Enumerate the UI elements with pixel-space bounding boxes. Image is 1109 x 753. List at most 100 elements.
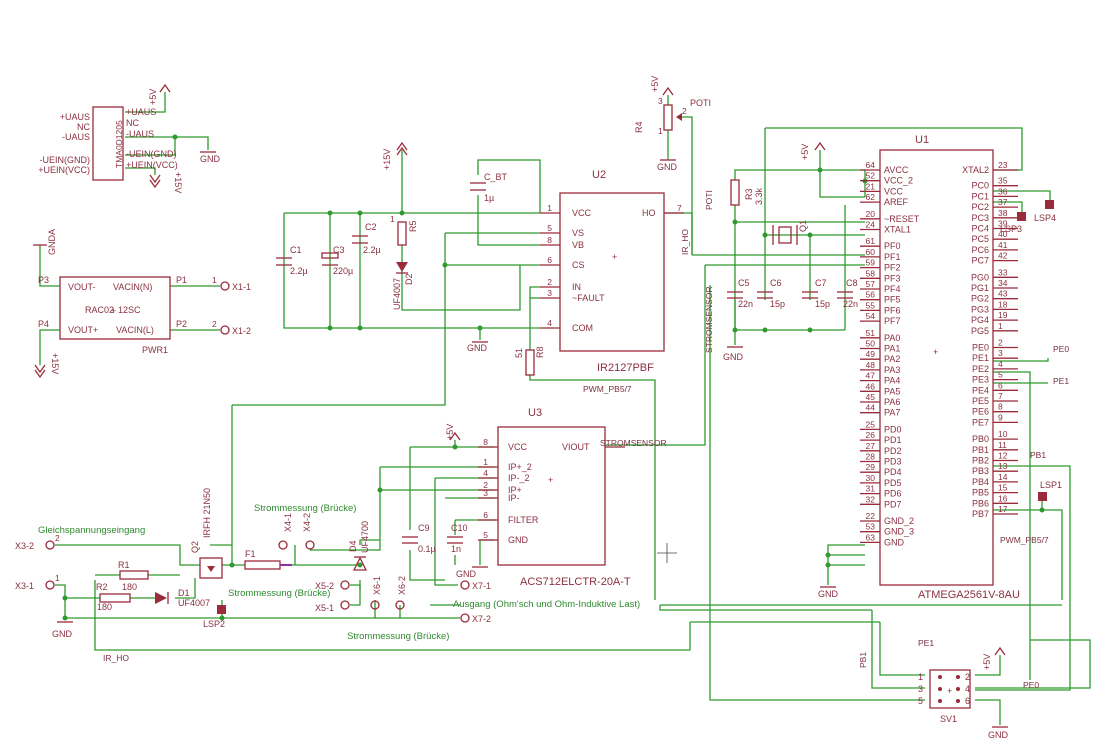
svg-text:C3: C3 bbox=[333, 245, 345, 255]
diode-d1: D1 UF4007 bbox=[155, 588, 210, 608]
svg-text:C9: C9 bbox=[418, 523, 430, 533]
junctions bbox=[62, 134, 1045, 621]
notes: Gleichspannungseingang Strommessung (Brü… bbox=[38, 503, 640, 642]
svg-text:GND: GND bbox=[988, 730, 1009, 740]
u3-pin-number: 1 bbox=[483, 457, 488, 467]
svg-text:12SC: 12SC bbox=[118, 305, 141, 315]
svg-text:C2: C2 bbox=[365, 222, 377, 232]
svg-text:180: 180 bbox=[122, 582, 137, 592]
u1-pin-number: 56 bbox=[866, 290, 876, 300]
u1-pin-label: PC2 bbox=[971, 202, 989, 212]
svg-text:PE1: PE1 bbox=[1053, 376, 1069, 386]
u3-pin-number: 4 bbox=[483, 468, 488, 478]
u1-pin-label: PB4 bbox=[972, 477, 989, 487]
svg-text:X3-1: X3-1 bbox=[15, 581, 34, 591]
svg-text:+: + bbox=[548, 475, 553, 485]
svg-text:+15V: +15V bbox=[50, 353, 60, 374]
u2-pin-label: VCC bbox=[572, 208, 592, 218]
svg-text:STROMSENSOR: STROMSENSOR bbox=[704, 286, 714, 353]
svg-text:C10: C10 bbox=[451, 523, 468, 533]
u3-acs712: U3 ACS712ELCTR-20A-T VCC8IP+_21IP-_24IP+… bbox=[478, 407, 631, 588]
u1-pin-label: PF6 bbox=[884, 305, 901, 315]
u1-pin-label: PF0 bbox=[884, 241, 901, 251]
tmad-pin-label: NC bbox=[126, 118, 139, 128]
svg-text:X3-2: X3-2 bbox=[15, 541, 34, 551]
svg-text:GND: GND bbox=[456, 569, 477, 579]
u1-pin-number: 10 bbox=[998, 429, 1008, 439]
svg-text:+5V: +5V bbox=[148, 89, 158, 105]
u1-pin-label: VCC bbox=[884, 186, 904, 196]
u1-pin-number: 26 bbox=[866, 430, 876, 440]
u2-pin-label: HO bbox=[642, 208, 656, 218]
svg-text:+5V: +5V bbox=[445, 424, 455, 440]
svg-text:LSP3: LSP3 bbox=[1000, 224, 1022, 234]
u1-pin-label: PB1 bbox=[972, 445, 989, 455]
u1-atmega: U1 ATMEGA2561V-8AU AVCC64VCC_252VCC21ARE… bbox=[860, 134, 1020, 601]
svg-text:IR_HO: IR_HO bbox=[680, 229, 690, 255]
supply-symbols: +5V GND +15V GNDA +15V +15V GND +5V GND … bbox=[33, 76, 1009, 740]
u2-pin-number: 8 bbox=[547, 235, 552, 245]
u3-pin-label: IP+_2 bbox=[508, 462, 532, 472]
tmad1205-converter: TMA0D1205 +UAUSNC-UAUS-UEIN(GND)+UEIN(VC… bbox=[38, 106, 178, 181]
svg-text:F1: F1 bbox=[245, 549, 256, 559]
svg-text:LSP4: LSP4 bbox=[1034, 213, 1056, 223]
tmad-pin-label: -UAUS bbox=[62, 132, 90, 142]
cap-c8: C8 22n bbox=[837, 278, 858, 309]
u3-pin-number: 8 bbox=[483, 437, 488, 447]
u3-pin-label: IP- bbox=[508, 493, 520, 503]
u1-pin-number: 4 bbox=[998, 359, 1003, 369]
svg-text:LSP2: LSP2 bbox=[203, 619, 225, 629]
u2-pin-label: VS bbox=[572, 228, 584, 238]
svg-text:R5: R5 bbox=[408, 220, 418, 232]
u1-pin-label: VCC_2 bbox=[884, 176, 913, 186]
u1-pin-number: 6 bbox=[998, 380, 1003, 390]
u3-pin-number: 5 bbox=[483, 530, 488, 540]
u1-pin-number: 48 bbox=[866, 360, 876, 370]
svg-text:U2: U2 bbox=[592, 169, 606, 181]
svg-text:GND: GND bbox=[467, 343, 488, 353]
u1-pin-label: PB3 bbox=[972, 466, 989, 476]
svg-text:C6: C6 bbox=[770, 278, 782, 288]
svg-text:PB1: PB1 bbox=[1030, 450, 1046, 460]
svg-text:C1: C1 bbox=[290, 245, 302, 255]
u1-pin-number: 18 bbox=[998, 299, 1008, 309]
svg-text:22n: 22n bbox=[738, 299, 753, 309]
svg-text:+: + bbox=[111, 306, 116, 316]
u1-pin-label: PF3 bbox=[884, 273, 901, 283]
resistor-r2: R2 180 bbox=[96, 582, 131, 612]
u1-pin-number: 5 bbox=[998, 370, 1003, 380]
u2-ir2127: U2 IR2127PBF VCC1VS5VB8CS6IN2~FAULT3COM4… bbox=[540, 169, 684, 374]
u1-pin-number: 47 bbox=[866, 371, 876, 381]
u1-pin-number: 42 bbox=[998, 251, 1008, 261]
svg-text:PWM_PB5/7: PWM_PB5/7 bbox=[1000, 535, 1049, 545]
svg-text:PE0: PE0 bbox=[1053, 344, 1069, 354]
u1-pin-label: PC5 bbox=[971, 234, 989, 244]
u3-pin-label: VIOUT bbox=[562, 442, 590, 452]
u1-pin-label: PE3 bbox=[972, 375, 989, 385]
u1-pin-label: PA1 bbox=[884, 344, 900, 354]
u1-pin-number: 14 bbox=[998, 472, 1008, 482]
u1-pin-label: PG3 bbox=[971, 304, 989, 314]
svg-text:R4: R4 bbox=[634, 121, 644, 133]
u1-pin-label: PF4 bbox=[884, 284, 901, 294]
svg-text:U1: U1 bbox=[915, 134, 929, 146]
u1-pin-number: 34 bbox=[998, 278, 1008, 288]
net-labels: PWM_PB5/7 STROMSENSOR STROMSENSOR IR_HO … bbox=[103, 190, 1069, 690]
svg-text:R1: R1 bbox=[118, 560, 130, 570]
svg-text:2.2µ: 2.2µ bbox=[290, 266, 308, 276]
svg-text:Q2: Q2 bbox=[190, 541, 200, 553]
u1-pin-label: PD5 bbox=[884, 478, 902, 488]
u1-pin-label: XTAL1 bbox=[884, 225, 911, 235]
connectors: X1-11 X1-22 X3-22 X3-11 X4-1 X4-2 X5-2 X… bbox=[15, 275, 491, 624]
u1-pin-number: 27 bbox=[866, 441, 876, 451]
u1-pin-number: 1 bbox=[998, 321, 1003, 331]
svg-text:C_BT: C_BT bbox=[484, 172, 508, 182]
tmad-pin-label: +UAUS bbox=[126, 107, 156, 117]
svg-text:1n: 1n bbox=[451, 544, 461, 554]
svg-text:POTI: POTI bbox=[690, 98, 711, 108]
u1-pin-number: 53 bbox=[866, 522, 876, 532]
u1-pin-number: 15 bbox=[998, 483, 1008, 493]
u1-pin-label: XTAL2 bbox=[962, 165, 989, 175]
svg-text:1: 1 bbox=[658, 126, 663, 136]
svg-text:1: 1 bbox=[212, 275, 217, 285]
